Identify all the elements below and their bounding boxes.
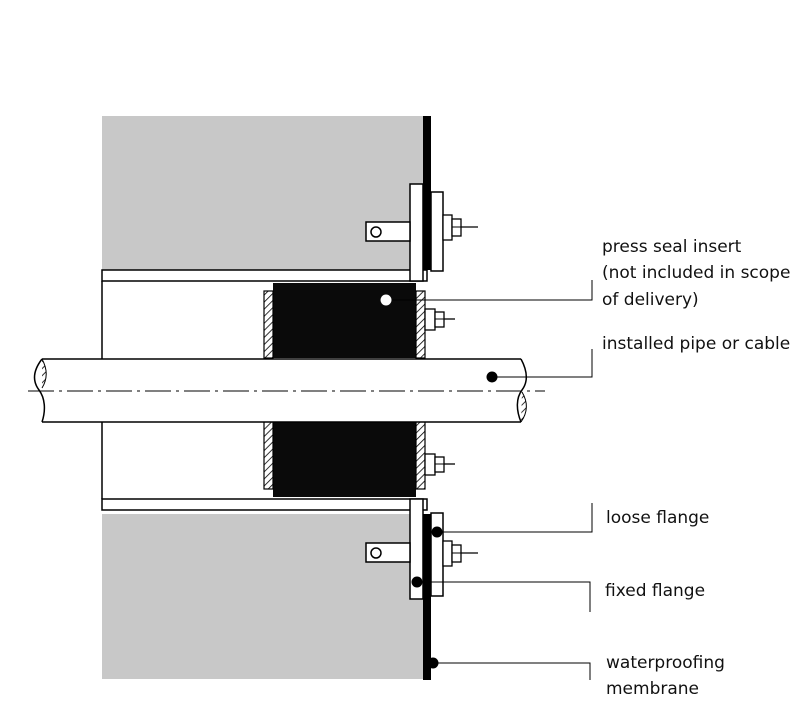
leader-fixed-flange [411, 576, 591, 612]
label-press-seal-2: (not included in scope [602, 263, 790, 283]
leader-loose-flange [431, 503, 593, 538]
fixed-flange-lower [365, 498, 424, 600]
leader-press-seal [380, 280, 593, 306]
installed-pipe [28, 358, 545, 423]
waterproofing-membrane [423, 116, 431, 680]
label-membrane-2: membrane [606, 679, 699, 699]
label-press-seal-3: of delivery) [602, 290, 699, 310]
label-membrane-1: waterproofing [606, 653, 725, 673]
loose-flange-upper [430, 191, 444, 272]
concrete-wall-lower [102, 514, 425, 679]
label-pipe: installed pipe or cable [602, 334, 790, 354]
flange-bolt-upper [442, 214, 478, 241]
seal-bolt-upper [424, 308, 455, 331]
label-loose-flange: loose flange [606, 508, 709, 528]
label-press-seal-1: press seal insert [602, 237, 742, 257]
seal-bolt-lower [424, 453, 455, 476]
press-seal-insert [263, 283, 426, 497]
label-fixed-flange: fixed flange [605, 581, 705, 601]
concrete-wall-upper [102, 116, 425, 270]
wall-sleeve [101, 269, 428, 511]
flange-bolt-lower [442, 540, 478, 567]
loose-flange-lower [430, 512, 444, 597]
leader-membrane [427, 657, 591, 680]
leader-pipe [486, 349, 593, 383]
fixed-flange-upper [365, 183, 424, 282]
